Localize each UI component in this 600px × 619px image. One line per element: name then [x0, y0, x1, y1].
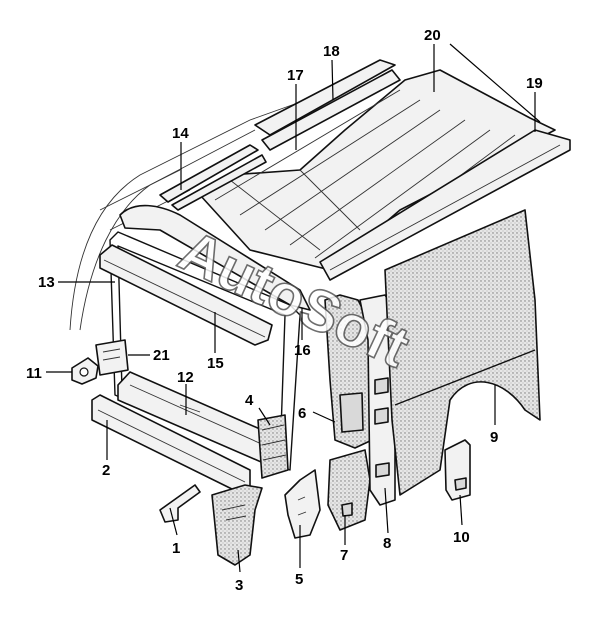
callout-14: 14 [172, 125, 189, 142]
roof-rail-19 [319, 129, 571, 281]
callout-8: 8 [383, 535, 391, 552]
callout-12: 12 [177, 369, 194, 386]
header-panel-16 [119, 204, 311, 311]
callout-1: 1 [172, 540, 180, 557]
callout-20: 20 [424, 27, 441, 44]
pillar-lower-7 [327, 449, 371, 531]
callout-19: 19 [526, 75, 543, 92]
callout-2: 2 [102, 462, 110, 479]
callout-11: 11 [26, 365, 42, 382]
callout-15: 15 [207, 355, 224, 372]
bracket-1 [159, 484, 201, 523]
lamp-housing-4 [257, 414, 289, 479]
callout-3: 3 [235, 577, 243, 594]
callout-17: 17 [287, 67, 304, 84]
callout-6: 6 [298, 405, 306, 422]
latch-21 [95, 339, 129, 376]
reinforcement-8 [359, 294, 396, 506]
corner-panel-3 [211, 484, 263, 566]
callout-4: 4 [245, 392, 254, 409]
side-panel-9 [384, 209, 541, 496]
roof-rail-14 [159, 144, 267, 211]
leader-lines [46, 43, 541, 573]
callout-9: 9 [490, 429, 498, 446]
pillar-6 [324, 294, 373, 449]
cross-member-15 [99, 244, 273, 346]
callout-labels: 1 2 3 4 5 6 7 8 9 10 11 12 13 14 15 16 1… [26, 27, 543, 594]
bracket-10 [444, 439, 471, 501]
callout-16: 16 [294, 342, 311, 359]
callout-18: 18 [323, 43, 340, 60]
hinge-11 [71, 357, 99, 385]
roof-panel-17 [199, 69, 556, 271]
callout-21: 21 [153, 347, 170, 364]
callout-7: 7 [340, 547, 348, 564]
bracket-panel-5 [284, 469, 321, 539]
callout-13: 13 [38, 274, 55, 291]
callout-5: 5 [295, 571, 303, 588]
callout-10: 10 [453, 529, 470, 546]
